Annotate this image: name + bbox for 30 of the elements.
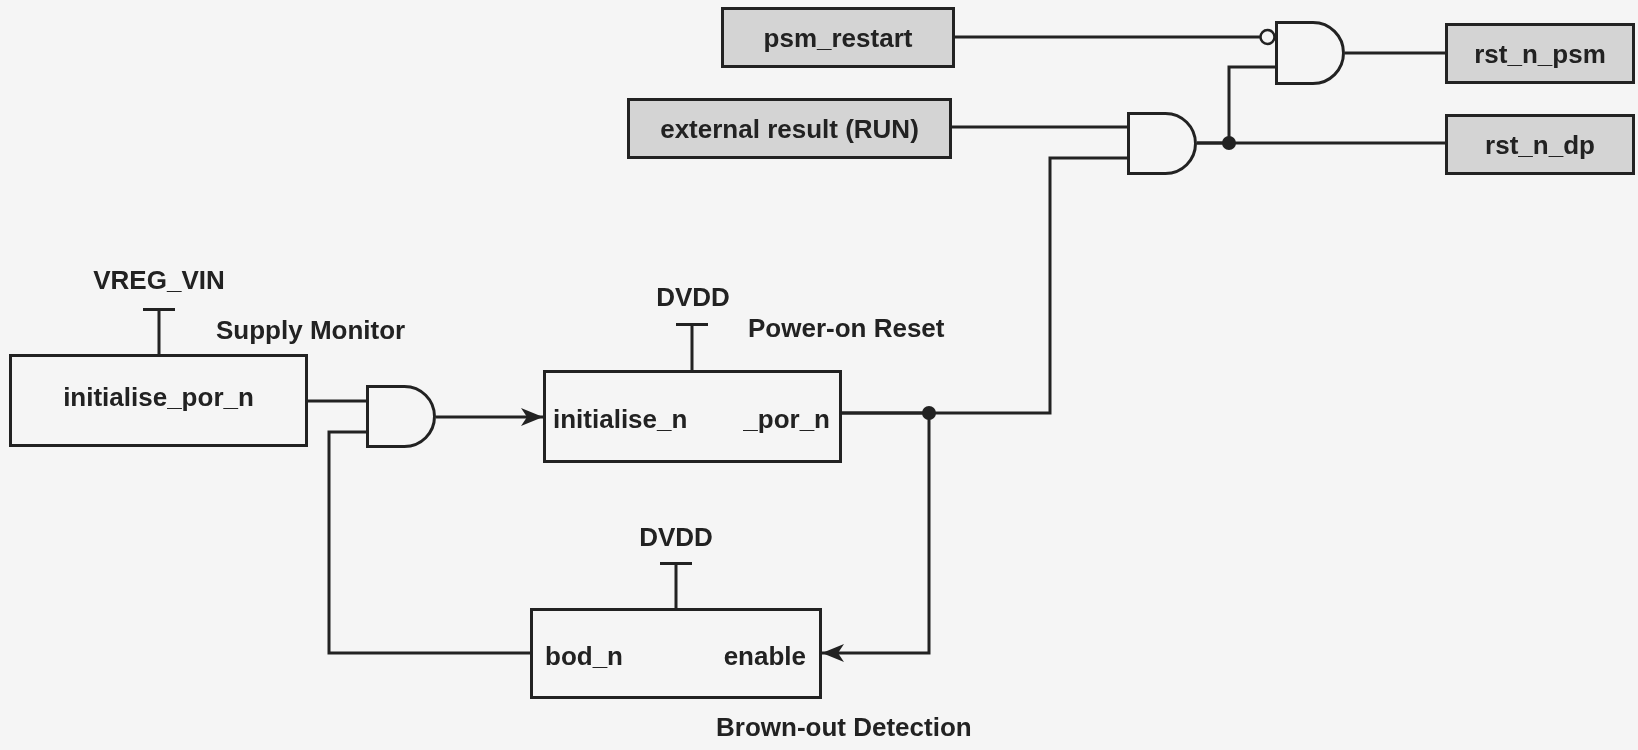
signal-name: psm_restart: [763, 22, 913, 53]
wire: [952, 125, 1127, 129]
block-title: Brown-out Detection: [716, 712, 972, 742]
arrow: [822, 411, 931, 662]
port-label: initialise_n: [553, 404, 688, 434]
wire: [308, 399, 366, 403]
supply-label: DVDD: [639, 522, 713, 552]
wire: [955, 28, 1276, 46]
and-gate: [1275, 21, 1345, 85]
port-label: initialise_por_n: [63, 382, 254, 412]
signal-box: [627, 98, 952, 159]
wire: [1345, 51, 1445, 55]
signal-name: external result (RUN): [660, 113, 919, 144]
wire: [1197, 141, 1445, 145]
signal-box: [1445, 114, 1635, 175]
block-title: Power-on Reset: [748, 313, 945, 343]
and-gate: [1127, 112, 1197, 175]
signal-name: rst_n_dp: [1485, 129, 1595, 160]
port-label: _por_n: [743, 404, 830, 434]
port-label: bod_n: [545, 641, 623, 671]
arrow: [436, 408, 543, 426]
supply-label: DVDD: [656, 282, 730, 312]
wire: [327, 430, 530, 655]
port-label: enable: [723, 641, 806, 671]
signal-box: [721, 7, 955, 68]
block-title: Supply Monitor: [216, 315, 406, 345]
signal-box: [1445, 23, 1635, 84]
signal-name: rst_n_psm: [1474, 38, 1606, 69]
and-gate: [366, 385, 436, 448]
supply-label: VREG_VIN: [93, 265, 225, 295]
